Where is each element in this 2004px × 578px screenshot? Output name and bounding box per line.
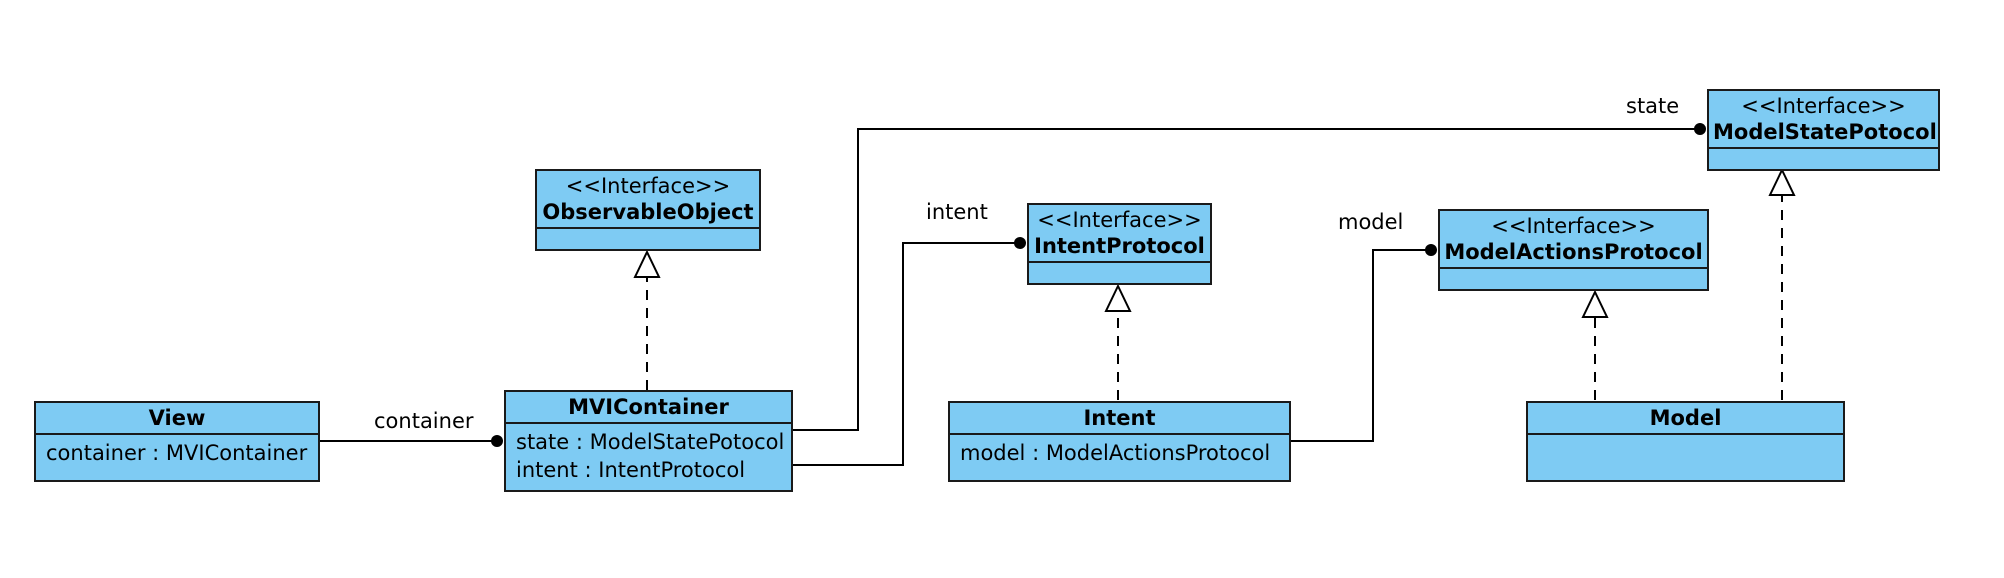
class-name: ModelStatePotocol bbox=[1713, 120, 1937, 144]
class-model[interactable]: Model bbox=[1526, 401, 1845, 482]
association-end-dot bbox=[491, 435, 503, 447]
label-model: model bbox=[1338, 210, 1404, 234]
class-header: <<Interface>> IntentProtocol bbox=[1029, 205, 1210, 263]
class-header: MVIContainer bbox=[506, 392, 791, 424]
association-end-dot bbox=[1425, 244, 1437, 256]
association-container bbox=[318, 435, 503, 447]
association-state bbox=[793, 123, 1706, 431]
class-mvicontainer[interactable]: MVIContainer state : ModelStatePotocol i… bbox=[504, 390, 793, 492]
interface-modelactionsprotocol[interactable]: <<Interface>> ModelActionsProtocol bbox=[1438, 209, 1709, 291]
interface-intentprotocol[interactable]: <<Interface>> IntentProtocol bbox=[1027, 203, 1212, 285]
class-name: View bbox=[148, 406, 206, 430]
class-name: IntentProtocol bbox=[1034, 234, 1205, 258]
class-header: Model bbox=[1528, 403, 1843, 435]
class-header: <<Interface>> ObservableObject bbox=[537, 171, 759, 229]
realization-intent-intentprotocol bbox=[1104, 283, 1132, 400]
class-view[interactable]: View container : MVIContainer bbox=[34, 401, 320, 482]
label-intent: intent bbox=[926, 200, 988, 224]
class-header: <<Interface>> ModelActionsProtocol bbox=[1440, 211, 1707, 269]
class-intent[interactable]: Intent model : ModelActionsProtocol bbox=[948, 401, 1291, 482]
attribute-model: model : ModelActionsProtocol bbox=[960, 441, 1271, 465]
class-header: Intent bbox=[950, 403, 1289, 435]
class-name: ObservableObject bbox=[542, 200, 754, 224]
stereotype-label: <<Interface>> bbox=[1741, 94, 1906, 118]
class-name: Intent bbox=[1083, 406, 1156, 430]
attribute-state: state : ModelStatePotocol bbox=[516, 430, 785, 454]
stereotype-label: <<Interface>> bbox=[1491, 214, 1656, 238]
realization-model-modelactionsprotocol bbox=[1581, 289, 1609, 400]
realization-arrowhead bbox=[1104, 283, 1132, 312]
association-end-dot bbox=[1694, 123, 1706, 135]
class-name: MVIContainer bbox=[568, 395, 729, 419]
realization-arrowhead bbox=[1768, 167, 1796, 196]
realization-arrowhead bbox=[633, 249, 661, 278]
class-name: Model bbox=[1649, 406, 1722, 430]
label-state: state bbox=[1626, 94, 1680, 118]
realization-model-modelstatepotocol bbox=[1768, 167, 1796, 400]
stereotype-label: <<Interface>> bbox=[565, 174, 731, 198]
stereotype-label: <<Interface>> bbox=[1037, 208, 1202, 232]
class-attributes: model : ModelActionsProtocol bbox=[950, 435, 1289, 471]
association-intent bbox=[793, 237, 1026, 466]
class-name: ModelActionsProtocol bbox=[1444, 240, 1703, 264]
class-header: View bbox=[36, 403, 318, 435]
realization-mvicontainer-observableobject bbox=[633, 249, 661, 390]
interface-modelstatepotocol[interactable]: <<Interface>> ModelStatePotocol bbox=[1707, 89, 1940, 171]
attribute-container: container : MVIContainer bbox=[46, 441, 308, 465]
attribute-intent: intent : IntentProtocol bbox=[516, 458, 746, 482]
realization-arrowhead bbox=[1581, 289, 1609, 318]
class-header: <<Interface>> ModelStatePotocol bbox=[1709, 91, 1938, 149]
label-container: container bbox=[374, 409, 474, 433]
interface-observableobject[interactable]: <<Interface>> ObservableObject bbox=[535, 169, 761, 251]
class-attributes: state : ModelStatePotocol intent : Inten… bbox=[506, 424, 791, 488]
association-model bbox=[1290, 244, 1437, 442]
class-attributes: container : MVIContainer bbox=[36, 435, 318, 471]
association-end-dot bbox=[1014, 237, 1026, 249]
